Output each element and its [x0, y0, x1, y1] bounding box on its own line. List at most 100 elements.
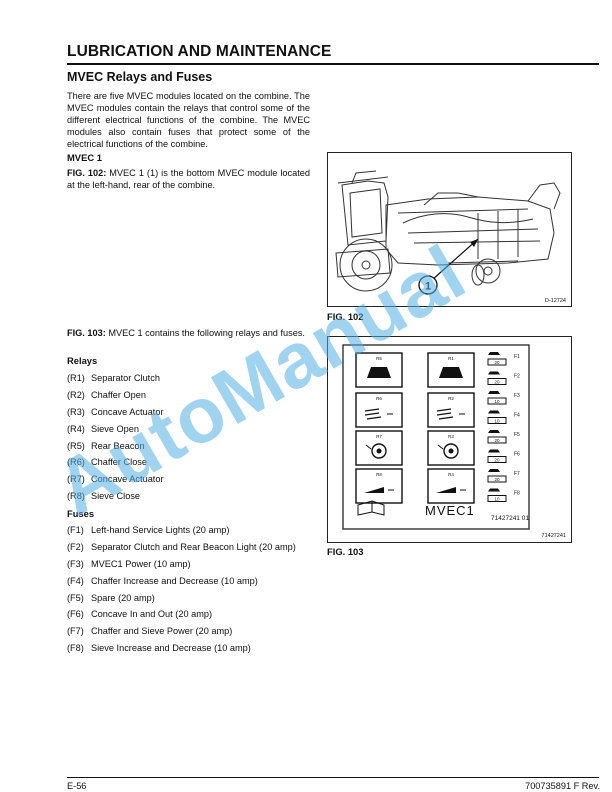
- relay-box: R6: [355, 392, 403, 428]
- fuse-symbol-icon: [488, 410, 500, 414]
- fuse-item: (F4)Chaffer Increase and Decrease (10 am…: [67, 575, 296, 592]
- relay-symbol-icon: [437, 443, 459, 459]
- relay-item: (R3) Concave Actuator: [67, 406, 164, 423]
- fuse-rating: 10: [494, 399, 500, 404]
- relay-item-code: (R5): [67, 440, 85, 451]
- fuse-symbol-icon: [488, 430, 500, 433]
- fuses-heading: Fuses: [67, 508, 95, 519]
- fuse-symbol-icon: [488, 371, 500, 375]
- relay-symbol-icon: [439, 367, 463, 378]
- fig102-caption: FIG. 102: [327, 311, 364, 322]
- fig103-caption: FIG. 103: [327, 546, 364, 557]
- fuse-label: F1: [514, 354, 520, 360]
- relay-item-code: (R6): [67, 457, 85, 468]
- callout-circle: [418, 275, 438, 295]
- fuse-rating: 10: [494, 497, 500, 502]
- fuse-slot: 20 F5: [487, 430, 520, 444]
- fuse-item-label: MVEC1 Power (10 amp): [91, 558, 191, 569]
- fuse-item-code: (F6): [67, 609, 84, 620]
- fuse-item-label: Chaffer and Sieve Power (20 amp): [91, 626, 233, 637]
- fuse-item: (F3) MVEC1 Power (10 amp): [67, 558, 296, 575]
- fuse-item-code: (F1): [67, 525, 84, 535]
- fuse-item: (F7) Chaffer and Sieve Power (20 amp): [67, 625, 296, 642]
- relay-item: (R8)Sieve Close: [67, 490, 164, 507]
- relay-item: (R6) Chaffer Close: [67, 456, 164, 473]
- relay-box-label: R4: [448, 472, 454, 477]
- fuse-list: (F1) Left-hand Service Lights (20 amp) (F2…: [67, 524, 296, 659]
- fuse-item: (F2) Separator Clutch and Rear Beacon Lig…: [67, 541, 296, 558]
- fuse-item-label: Spare (20 amp): [91, 592, 155, 603]
- relay-item: (R7)Concave Actuator: [67, 473, 164, 490]
- mvec1-heading: MVEC 1: [67, 152, 102, 163]
- fuse-label: F8: [514, 491, 520, 497]
- mvec-panel-outline: [342, 344, 530, 530]
- relay-list: (R1)Separator Clutch(R2)Chaffer Open(R3)…: [67, 372, 164, 507]
- fig103-ref: FIG. 103:: [67, 328, 106, 338]
- relay-box: R2: [427, 392, 475, 428]
- fig102-text: MVEC 1 (1) is the bottom MVEC module loc…: [67, 168, 310, 190]
- relay-symbol-icon: [436, 408, 465, 420]
- fuse-label: F4: [514, 413, 520, 419]
- relay-box: R1: [427, 352, 475, 388]
- fuse-item-label: Sieve Increase and Decrease (10 amp): [91, 643, 251, 654]
- footer-document-number: 700735891 F Rev.: [525, 781, 600, 791]
- relay-box-label: R3: [448, 434, 454, 439]
- footer-page-number: E-56: [67, 781, 87, 791]
- page-header-title: LUBRICATION AND MAINTENANCE: [67, 43, 332, 60]
- fig102-ref: FIG. 102:: [67, 168, 107, 178]
- relay-item-label: Sieve Open: [91, 423, 140, 434]
- fuse-item-label: Left-hand Service Lights (20 amp): [91, 525, 230, 535]
- relay-item-label: Chaffer Open: [91, 389, 146, 400]
- callout-leader-line: [431, 238, 479, 281]
- mvec-panel-label: MVEC1: [425, 503, 475, 518]
- relay-symbol-icon: [364, 487, 394, 493]
- relay-box: R8: [355, 468, 403, 504]
- relay-item-code: (R3): [67, 406, 85, 417]
- manual-book-icon: [357, 500, 385, 516]
- intro-paragraph: There are five MVEC modules located on t…: [67, 91, 310, 149]
- fuse-rating: 20: [494, 477, 500, 482]
- relay-box-label: R7: [376, 434, 382, 439]
- relay-item-code: (R1): [67, 373, 85, 383]
- relay-box: R5: [355, 352, 403, 388]
- fuse-item-code: (F7): [67, 626, 84, 637]
- callout-arrowhead-icon: [470, 239, 478, 247]
- relay-box: R7: [355, 430, 403, 466]
- fuse-rating: 20: [494, 458, 500, 463]
- fuse-rating: 20: [494, 438, 500, 443]
- relay-item-label: Concave Actuator: [91, 406, 164, 417]
- fig103-paragraph: FIG. 103: MVEC 1 contains the following …: [67, 327, 310, 339]
- fuse-symbol-icon: [488, 469, 500, 472]
- relay-box: R3: [427, 430, 475, 466]
- relay-box: R4: [427, 468, 475, 504]
- relay-symbol-icon: [364, 408, 393, 420]
- relay-box-label: R5: [376, 356, 382, 361]
- relay-item-label: Rear Beacon: [91, 440, 145, 451]
- fuse-slot: 10 F8: [487, 488, 520, 502]
- fuse-label: F7: [514, 471, 520, 477]
- relay-symbol-icon: [365, 443, 387, 459]
- fuse-item: (F5) Spare (20 amp): [67, 592, 296, 609]
- relay-item-code: (R4): [67, 423, 85, 434]
- footer-rule: [67, 777, 599, 778]
- fuse-item-code: (F8): [67, 643, 84, 654]
- relay-item-code: (R2): [67, 389, 85, 400]
- header-rule: [67, 63, 599, 65]
- fuse-symbol-icon: [488, 391, 500, 394]
- relay-item: (R4) Sieve Open: [67, 423, 164, 440]
- fuse-item-code: (F3): [67, 558, 84, 569]
- relay-box-label: R8: [376, 472, 382, 477]
- fuse-item-label: Separator Clutch and Rear Beacon Light (…: [91, 541, 296, 552]
- fuse-item-label: Chaffer Increase and Decrease (10 amp): [91, 575, 258, 586]
- relays-heading: Relays: [67, 355, 98, 366]
- relay-item-label: Sieve Close: [91, 491, 141, 502]
- combine-illustration: 1 D-12724: [335, 170, 566, 304]
- fuse-item-code: (F5): [67, 592, 84, 603]
- mvec-part-number: 71427241 01: [491, 515, 529, 522]
- fuse-item-code: (F2): [67, 541, 84, 552]
- relay-item-label: Chaffer Close: [91, 457, 148, 468]
- fuse-label: F5: [514, 432, 520, 438]
